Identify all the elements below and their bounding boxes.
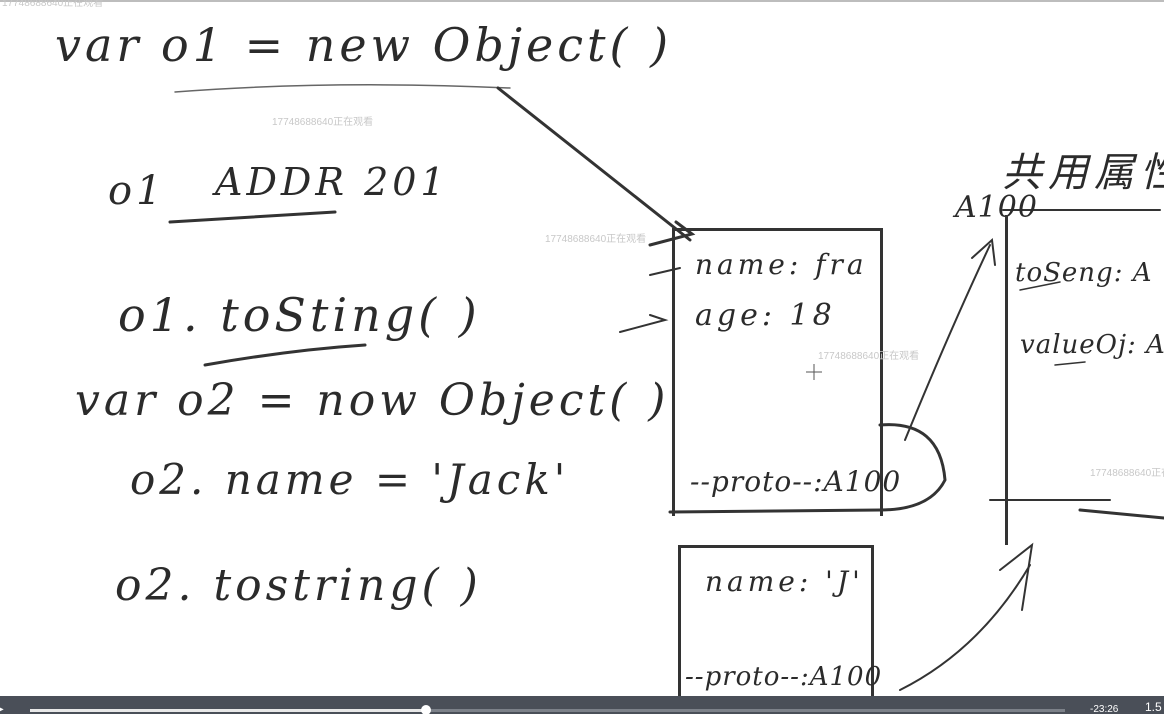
underline-stroke bbox=[174, 84, 511, 93]
arrowhead bbox=[648, 220, 696, 247]
arrow-box2 bbox=[899, 564, 1031, 691]
code-line-6: o2. tostring( ) bbox=[115, 560, 482, 611]
code-line-4: var o2 = now Object( ) bbox=[75, 375, 670, 426]
object-box-1 bbox=[672, 228, 883, 516]
box2-proto: --proto--:A100 bbox=[685, 662, 883, 692]
tostring-entry: toSeng: A bbox=[1015, 258, 1153, 288]
tostring-underline bbox=[1019, 281, 1061, 291]
watermark: 17748688640正在观看 bbox=[272, 117, 374, 128]
addr-label: ADDR 201 bbox=[215, 160, 449, 204]
arrow-small bbox=[619, 314, 669, 333]
valueof-underline bbox=[1054, 361, 1086, 366]
whiteboard-canvas: 17748688640正在观看 var o1 = new Object( ) o… bbox=[0, 0, 1164, 696]
object-box-2 bbox=[678, 545, 874, 696]
video-controls-bar: ▶ -23:26 1.5 bbox=[0, 696, 1164, 715]
code-line-5: o2. name = 'Jack' bbox=[130, 455, 570, 504]
top-border bbox=[0, 0, 1164, 2]
shared-props-title: 共用属性 bbox=[1002, 150, 1164, 196]
crosshair-cursor-icon bbox=[806, 364, 822, 380]
valueof-entry: valueOj: A bbox=[1020, 330, 1164, 360]
watermark: 17748688640正在观看 bbox=[545, 234, 647, 245]
box1-proto: --proto--:A100 bbox=[690, 465, 902, 498]
arrow-small-2 bbox=[649, 267, 681, 276]
playback-speed-button[interactable]: 1.5 bbox=[1145, 700, 1162, 714]
watermark: 17748688640正在观看 bbox=[818, 351, 920, 362]
arrowhead-box2 bbox=[999, 542, 1034, 611]
remaining-time: -23:26 bbox=[1090, 704, 1119, 715]
progress-handle[interactable] bbox=[421, 705, 432, 715]
prototype-box bbox=[1005, 215, 1164, 545]
tosting-underline bbox=[203, 343, 367, 367]
box1-age: age: 18 bbox=[695, 298, 836, 333]
play-button[interactable]: ▶ bbox=[0, 704, 4, 715]
box1-name: name: fra bbox=[695, 248, 868, 281]
o1-label: o1 bbox=[108, 168, 166, 214]
arrows-layer bbox=[168, 84, 1164, 691]
arrow-to-box1 bbox=[496, 86, 692, 242]
right-bottom-line-2 bbox=[1078, 508, 1164, 520]
arrowhead-a100 bbox=[971, 237, 996, 266]
watermark: 17748688640正在观看 bbox=[2, 0, 104, 9]
box2-name: name: 'J' bbox=[705, 565, 864, 598]
progress-fill bbox=[30, 709, 427, 712]
code-line-1: var o1 = new Object( ) bbox=[55, 18, 673, 72]
watermark: 17748688640正在观看 bbox=[1090, 468, 1164, 479]
code-line-3: o1. toSting( ) bbox=[118, 288, 481, 342]
a100-label: A100 bbox=[955, 190, 1038, 225]
box1-bottom bbox=[668, 423, 947, 514]
addr-underline bbox=[168, 210, 337, 224]
progress-bar[interactable] bbox=[30, 709, 1065, 712]
arrow-to-a100 bbox=[904, 244, 991, 441]
